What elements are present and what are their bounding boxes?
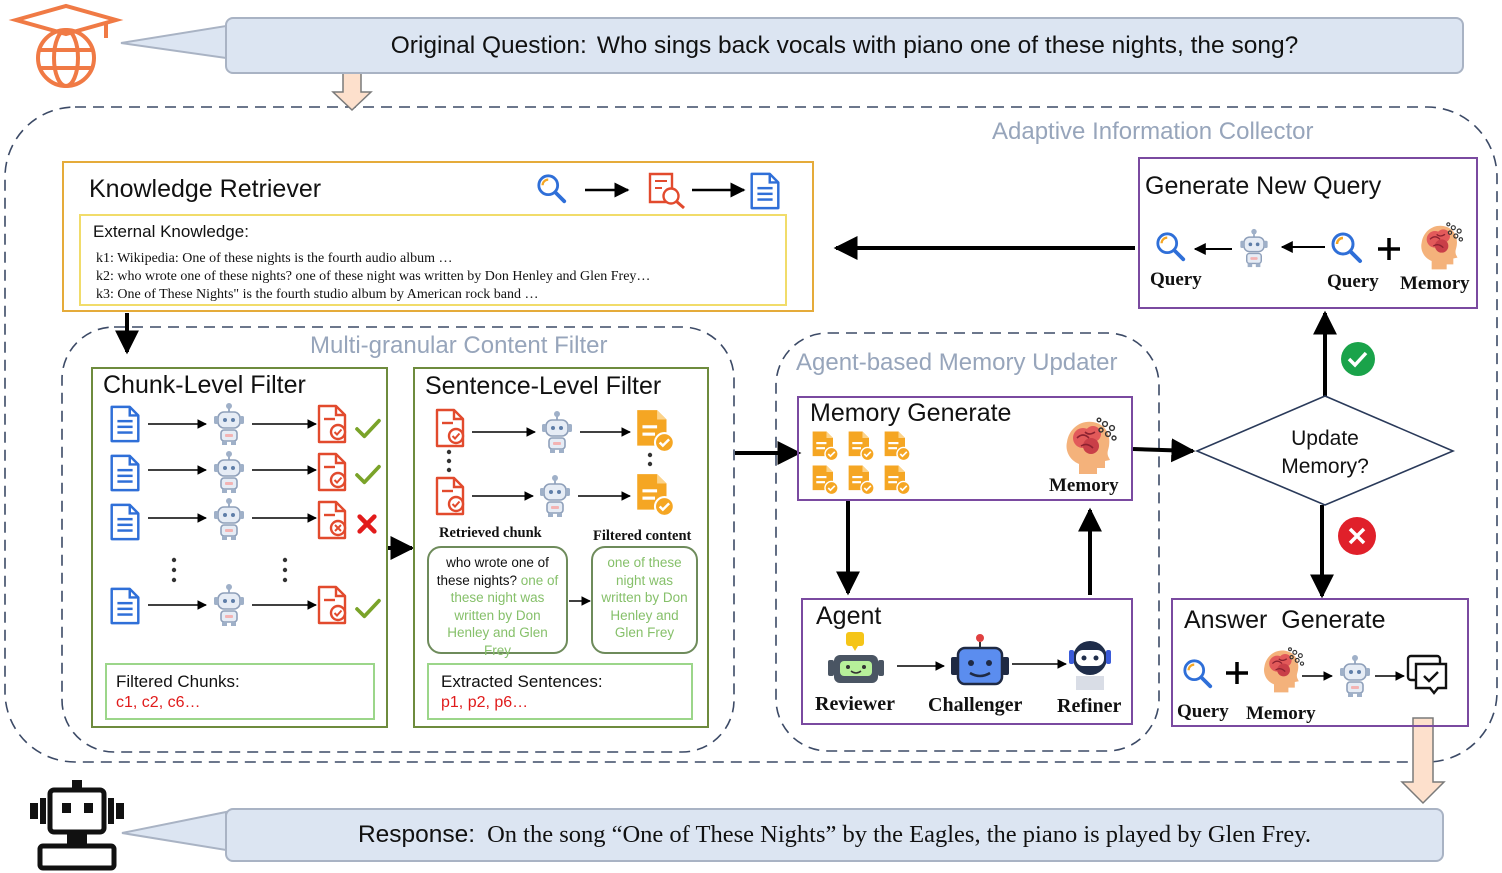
refiner-label: Refiner — [1057, 695, 1122, 717]
chunk-filter-rows — [110, 402, 381, 627]
new-query-title: Generate New Query — [1145, 172, 1382, 200]
filtered-chunks-box — [105, 663, 375, 720]
filter-title: Multi-granular Content Filter — [310, 332, 608, 359]
new-query-memory-label: Memory — [1400, 273, 1470, 294]
generate-new-query-box — [1138, 157, 1478, 309]
decision-line-1: Update — [1291, 427, 1359, 450]
answer-down-arrow — [1400, 717, 1446, 805]
sentence-filter-rows — [435, 408, 676, 606]
memory-generate-title: Memory Generate — [810, 399, 1012, 427]
response-text: On the song “One of These Nights” by the… — [487, 821, 1312, 848]
extracted-sentences-label: Extracted Sentences: — [441, 672, 603, 691]
question-bubble: Original Question: Who sings back vocals… — [225, 17, 1464, 74]
question-bubble-tail — [120, 24, 227, 60]
retrieved-chunk-green: one of these night was written by Don He… — [447, 572, 559, 658]
response-robot-icon — [30, 780, 124, 871]
graduation-globe-icon — [8, 3, 124, 88]
retrieved-chunk-label: Retrieved chunk — [439, 525, 542, 541]
filtered-content-text: one of these night was written by Don He… — [601, 555, 688, 641]
answer-generate-title: Answer Generate — [1184, 606, 1386, 634]
agent-title: Agent — [816, 602, 882, 630]
filtered-chunks-values: c1, c2, c6… — [116, 694, 201, 711]
question-down-arrow — [331, 69, 373, 112]
decision-text: Update Memory? — [1255, 425, 1395, 481]
collector-region — [4, 106, 1498, 763]
challenger-label: Challenger — [928, 694, 1023, 716]
answer-plus-icon — [1226, 662, 1248, 684]
agent-box — [801, 598, 1133, 725]
knowledge-line-2: k2: who wrote one of these nights? one o… — [96, 269, 651, 284]
collector-title: Adaptive Information Collector — [992, 118, 1314, 145]
answer-query-label: Query — [1177, 701, 1229, 722]
response-bubble-tail — [121, 810, 227, 852]
response-label: Response: — [357, 821, 476, 848]
chat-check-icon — [1406, 654, 1448, 695]
question-text: Who sings back vocals with piano one of … — [596, 31, 1299, 59]
filter-region — [61, 326, 735, 753]
knowledge-line-3: k3: One of These Nights" is the fourth s… — [96, 287, 539, 302]
updater-title: Agent-based Memory Updater — [796, 349, 1118, 376]
challenger-icon — [951, 634, 1009, 686]
knowledge-lines: k1: Wikipedia: One of these nights is th… — [96, 250, 650, 304]
sentence-filter-title: Sentence-Level Filter — [425, 372, 662, 400]
sentence-level-filter-box — [413, 367, 709, 728]
no-cross-icon — [1338, 517, 1376, 555]
extracted-sentences-values: p1, p2, p6… — [441, 694, 529, 711]
external-knowledge-box — [79, 214, 787, 306]
external-knowledge-title: External Knowledge: — [93, 222, 249, 241]
answer-memory-label: Memory — [1246, 703, 1316, 724]
update-memory-decision — [1194, 395, 1456, 506]
response-bubble: Response: On the song “One of These Nigh… — [225, 808, 1444, 862]
answer-generate-box — [1171, 598, 1469, 727]
refiner-icon — [1069, 641, 1111, 690]
document-search-icon — [648, 172, 685, 210]
retrieved-chunk-plain: who wrote one of these nights? — [436, 555, 549, 588]
knowledge-line-1: k1: Wikipedia: One of these nights is th… — [96, 251, 453, 266]
chunk-level-filter-box — [91, 367, 388, 728]
memory-generate-box — [797, 396, 1133, 501]
decision-line-2: Memory? — [1281, 455, 1369, 478]
memory-generate-memory-label: Memory — [1049, 475, 1119, 496]
filtered-chunks-label: Filtered Chunks: — [116, 672, 240, 691]
flow-arrows — [115, 236, 1337, 599]
chunk-filter-title: Chunk-Level Filter — [103, 371, 306, 399]
filtered-content-label: Filtered content — [593, 528, 692, 544]
retrieved-chunk-pill: who wrote one of these nights? one of th… — [427, 546, 568, 658]
knowledge-retriever-box — [62, 161, 814, 312]
plus-icon — [1378, 238, 1400, 260]
reviewer-icon — [828, 632, 884, 683]
extracted-sentences-box — [427, 663, 693, 720]
retriever-title: Knowledge Retriever — [89, 175, 322, 203]
question-label: Original Question: — [390, 31, 587, 59]
new-query-in-label: Query — [1327, 271, 1379, 292]
yes-check-icon — [1341, 342, 1375, 376]
reviewer-label: Reviewer — [815, 693, 895, 715]
new-query-out-label: Query — [1150, 269, 1202, 290]
filtered-content-pill: one of these night was written by Don He… — [591, 546, 698, 654]
